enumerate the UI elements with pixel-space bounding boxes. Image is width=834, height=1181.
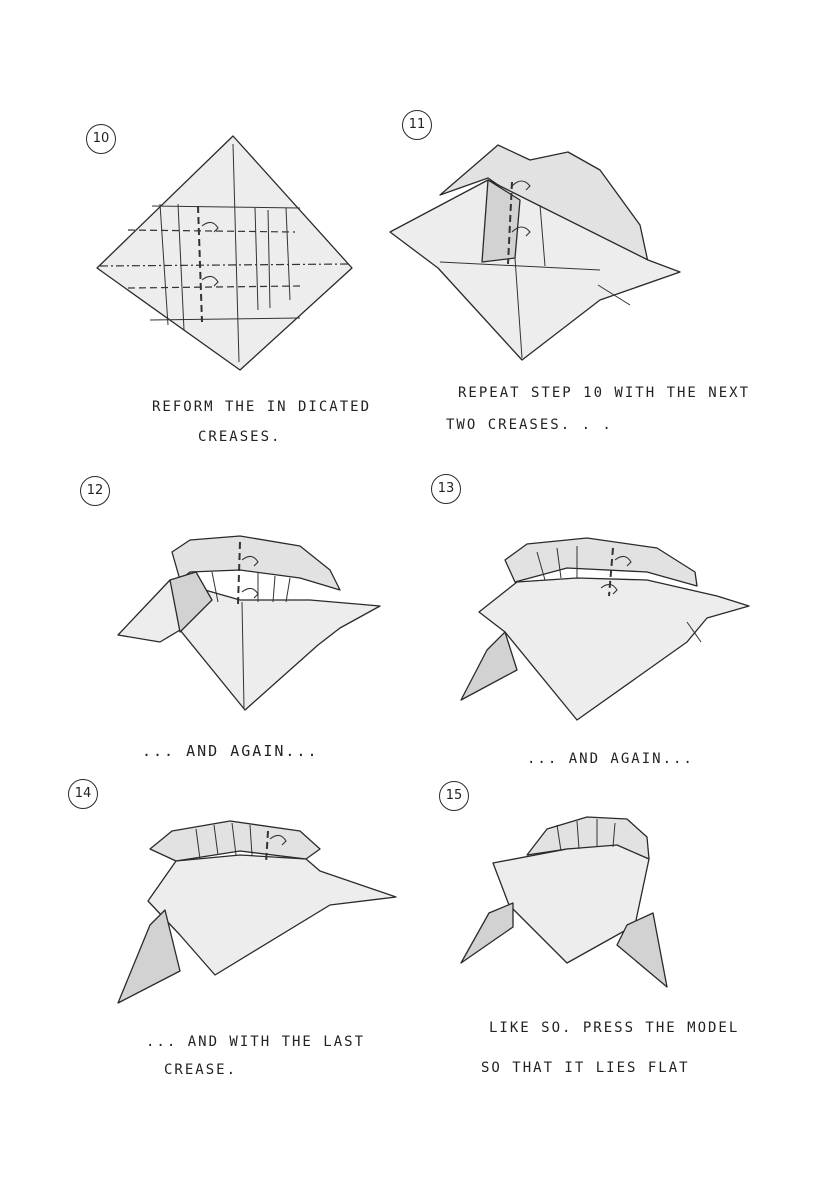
diagram-step-14 <box>117 820 397 1004</box>
step-number: 11 <box>402 110 432 140</box>
caption-line-2: SO THAT IT LIES FLAT <box>481 1060 690 1076</box>
step-number: 15 <box>439 781 469 811</box>
caption-line-2: CREASE. <box>164 1062 238 1078</box>
step-11: 11 REPEAT STEP 10 WITH THE NEXT TWO CREA… <box>0 0 834 460</box>
caption-line-2: CREASES. <box>198 429 282 445</box>
caption-line-1: REPEAT STEP 10 WITH THE NEXT <box>458 385 751 401</box>
diagram-step-10 <box>96 135 353 371</box>
caption-line-2: TWO CREASES. . . <box>446 417 613 433</box>
caption-line-1: ... AND AGAIN... <box>527 751 694 767</box>
step-number: 10 <box>86 124 116 154</box>
step-15: 15 LIKE SO. PRESS THE MODEL SO THAT IT L… <box>417 775 834 1095</box>
caption-line-1: REFORM THE IN DICATED <box>152 399 372 415</box>
step-number: 14 <box>68 779 98 809</box>
diagram-step-15 <box>460 816 668 988</box>
caption-line-1: LIKE SO. PRESS THE MODEL <box>489 1020 740 1036</box>
diagram-step-13 <box>460 537 750 721</box>
caption-line-1: ... AND AGAIN... <box>142 742 319 760</box>
caption-line-1: ... AND WITH THE LAST <box>146 1034 366 1050</box>
step-number: 12 <box>80 476 110 506</box>
diagram-step-11 <box>389 144 681 361</box>
step-number: 13 <box>431 474 461 504</box>
diagram-step-12 <box>117 535 381 711</box>
step-13: 13 ... AND AGAIN... <box>417 460 834 780</box>
step-14: 14 ... AND WITH THE LAST CREASE. <box>0 775 417 1095</box>
step-10: 10 REFORM THE IN DICATED CREASES. <box>0 0 417 460</box>
step-12: 12 ... AND AGAIN... <box>0 460 417 780</box>
